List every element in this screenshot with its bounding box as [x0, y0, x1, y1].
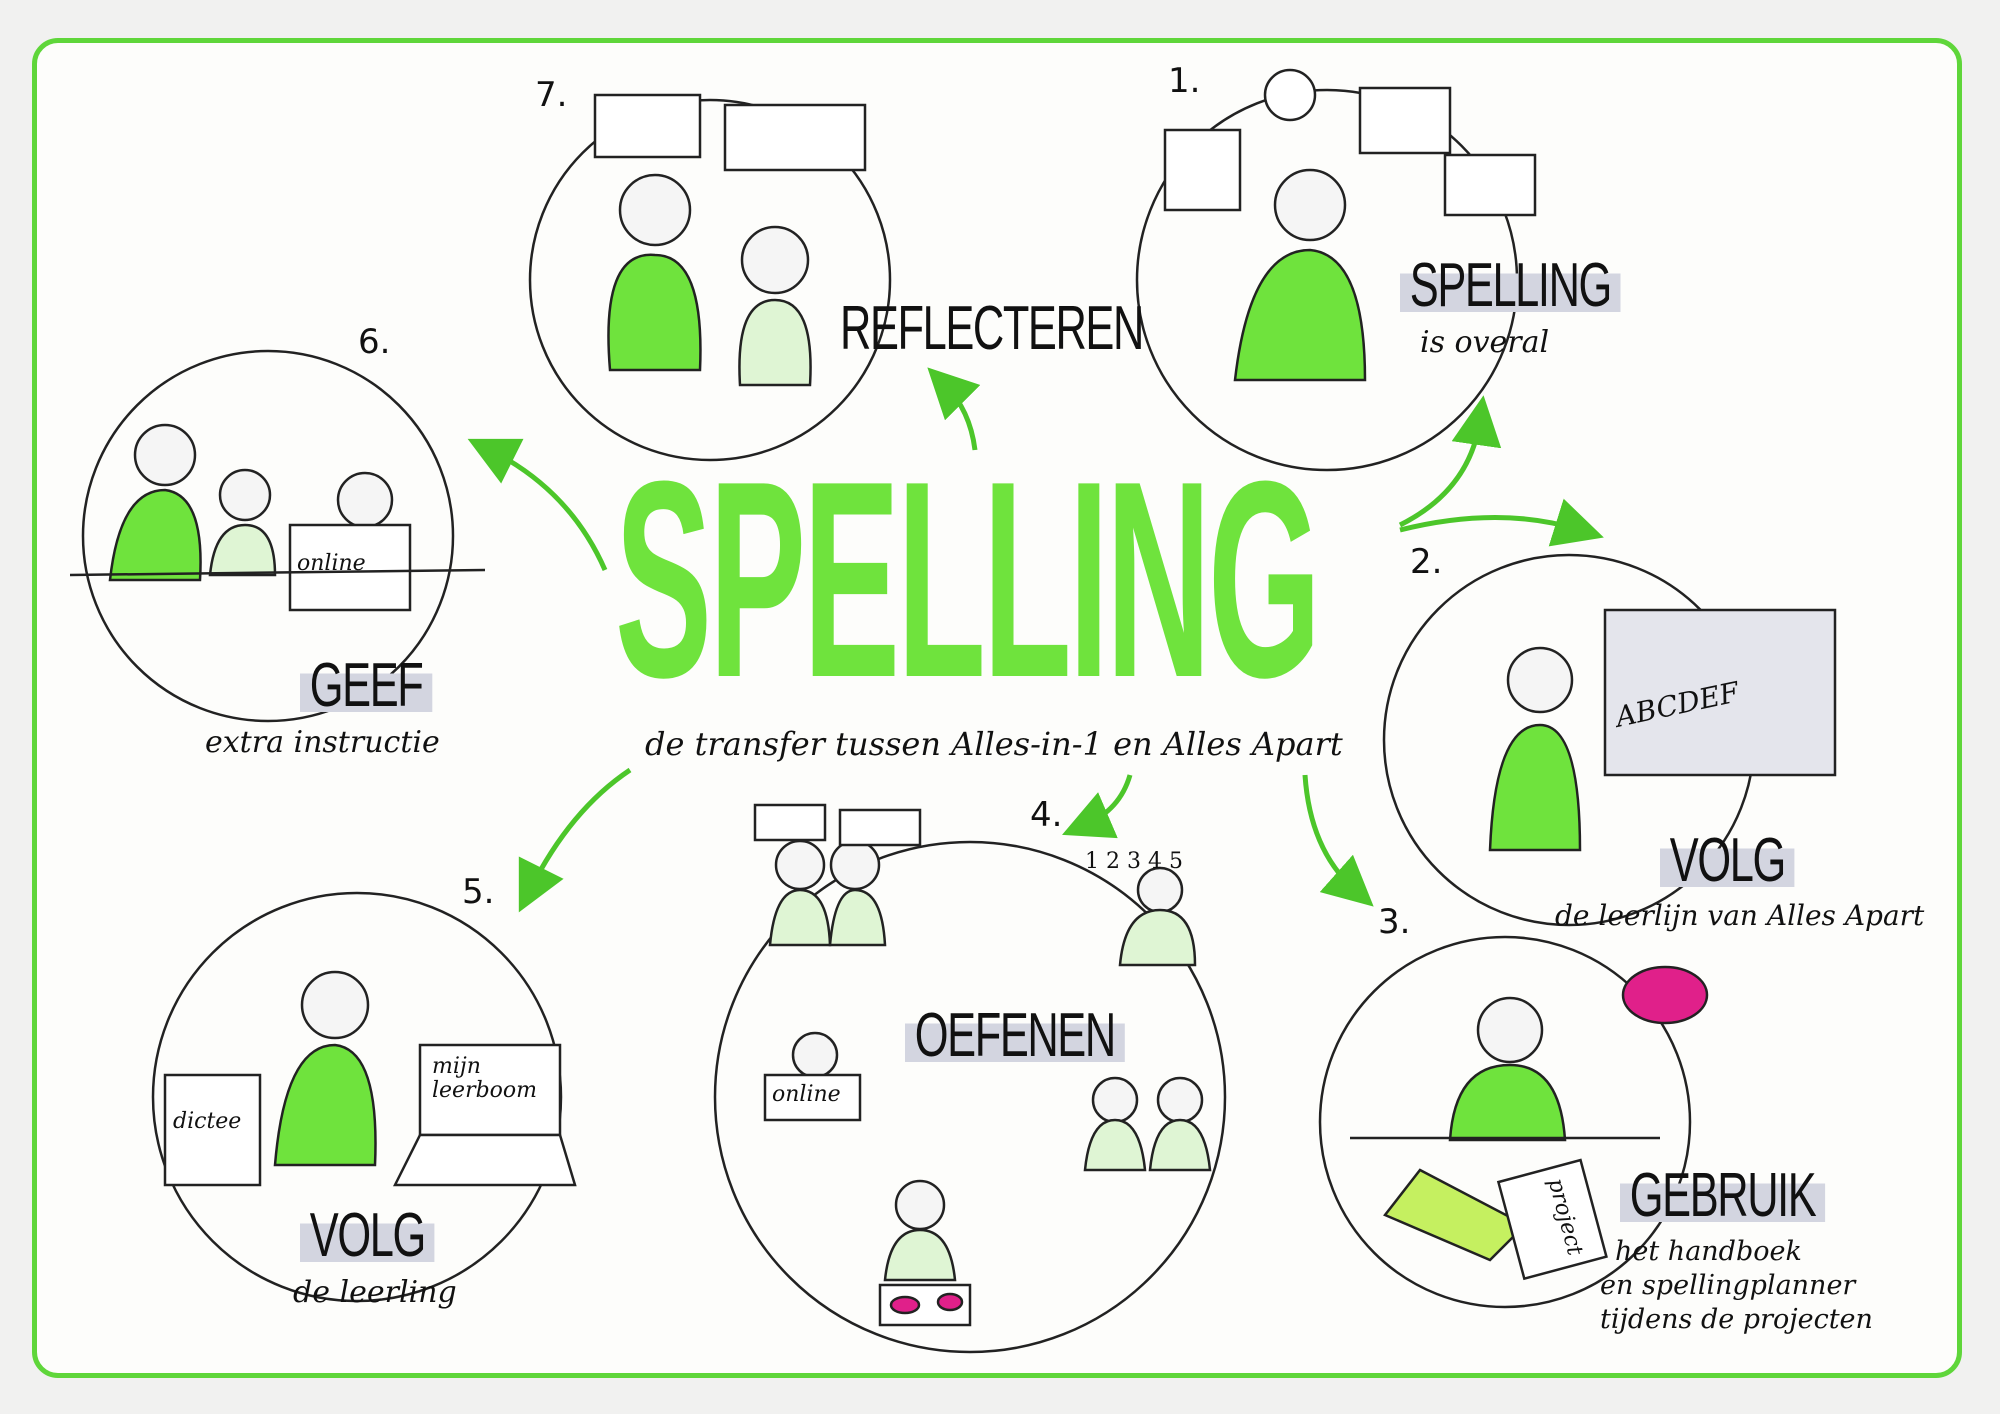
step-3-caption-3: tijdens de projecten	[1600, 1304, 1873, 1335]
figure-step-4	[753, 803, 1212, 1327]
step-3-caption-2: en spellingplanner	[1600, 1270, 1856, 1301]
step-4-screen-text: online	[772, 1082, 841, 1107]
step-1-number: 1.	[1168, 61, 1201, 101]
circle-step-3	[1318, 935, 1692, 1309]
circle-step-4	[713, 840, 1227, 1354]
step-4-heading: OEFENEN	[905, 1005, 1125, 1067]
step-2-heading: VOLG	[1660, 830, 1795, 892]
step-6-screen-text: online	[297, 551, 366, 576]
step-4-number: 4.	[1030, 795, 1063, 835]
figure-step-1	[1163, 68, 1537, 382]
step-5-book-text: dictee	[173, 1109, 242, 1134]
step-7-number: 7.	[535, 75, 568, 115]
arrow-to-1	[1398, 395, 1502, 528]
figure-step-7	[593, 93, 867, 387]
step-2-number: 2.	[1410, 542, 1443, 582]
arrow-to-5	[518, 767, 632, 913]
arrow-to-2	[1399, 498, 1604, 547]
figure-step-5	[163, 970, 577, 1187]
step-2-caption: de leerlijn van Alles Apart	[1555, 899, 1925, 932]
circle-step-7	[528, 98, 892, 462]
step-6-number: 6.	[358, 322, 391, 362]
diagram-title: SPELLING	[615, 424, 1321, 736]
figure-step-3	[1350, 965, 1709, 1281]
arrow-to-6	[467, 438, 608, 572]
step-5-caption: de leerling	[293, 1275, 457, 1310]
arrow-to-3	[1302, 774, 1374, 907]
diagram-subtitle: de transfer tussen Alles-in-1 en Alles A…	[645, 725, 1343, 763]
step-1-caption: is overal	[1420, 325, 1550, 360]
figure-step-6	[69, 423, 486, 612]
step-3-number: 3.	[1378, 902, 1411, 942]
figure-step-2	[1488, 608, 1837, 852]
step-1-heading: SPELLING	[1400, 255, 1621, 317]
step-6-caption: extra instructie	[205, 725, 440, 760]
step-6-heading: GEEF	[300, 655, 433, 717]
step-3-heading: GEBRUIK	[1620, 1165, 1826, 1227]
arrow-to-4	[1062, 774, 1133, 839]
step-5-number: 5.	[462, 872, 495, 912]
step-5-heading: VOLG	[300, 1205, 435, 1267]
step-5-laptop-text: mijn leerboom	[432, 1054, 538, 1104]
circle-step-6	[81, 349, 455, 723]
step-4-counter: 1 2 3 4 5	[1085, 849, 1183, 874]
arrow-to-7	[927, 367, 981, 451]
step-3-caption-1: het handboek	[1615, 1236, 1802, 1267]
step-7-heading: REFLECTEREN	[840, 294, 1144, 363]
